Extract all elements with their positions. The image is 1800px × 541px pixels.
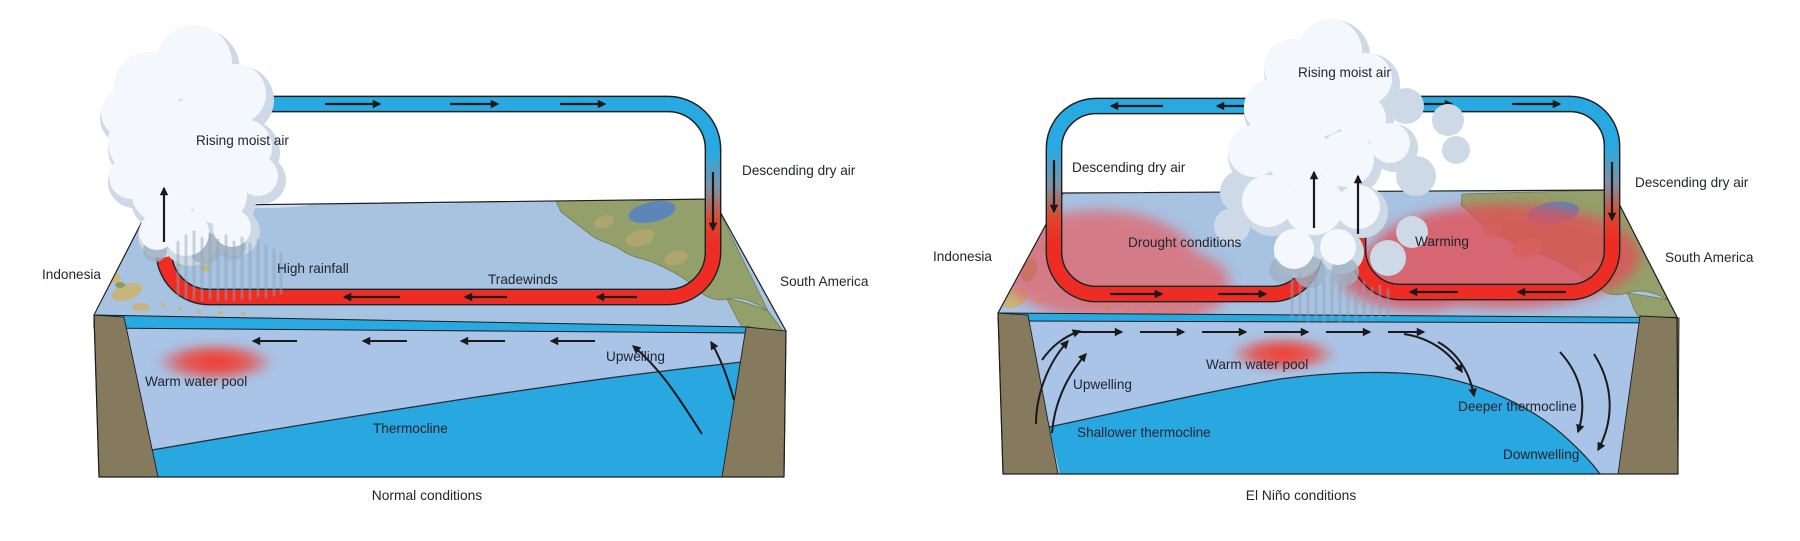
label-deeper-thermocline: Deeper thermocline [1458, 399, 1577, 414]
upwelling-arrow [1041, 329, 1082, 361]
label-indonesia: Indonesia [933, 249, 992, 264]
label-descending-dry-air-east: Descending dry air [1635, 175, 1749, 190]
label-upwelling: Upwelling [1073, 377, 1132, 392]
downwelling-arrow [1403, 333, 1463, 374]
downwelling-arrow [1437, 341, 1477, 398]
normal-panel: Rising moist air Indonesia High rainfall… [42, 25, 869, 503]
label-indonesia: Indonesia [42, 267, 101, 282]
label-warm-water-pool: Warm water pool [145, 374, 247, 389]
caption-elnino: El Niño conditions [1246, 488, 1357, 503]
label-drought-conditions: Drought conditions [1128, 235, 1242, 250]
label-rising-moist-air: Rising moist air [196, 133, 289, 148]
label-upwelling: Upwelling [606, 349, 665, 364]
thermocline-line [151, 361, 743, 451]
downwelling-arrow [1559, 351, 1585, 434]
label-thermocline: Thermocline [373, 421, 448, 436]
warm-water-pool-glow [1229, 336, 1337, 372]
air-flow-arrows [325, 99, 718, 302]
upwelling-arrow [710, 340, 735, 401]
subsurface-current-arrows [1035, 327, 1611, 452]
cumulus-cloud [100, 25, 286, 266]
rainfall-streaks [176, 230, 283, 302]
caption-normal: Normal conditions [372, 488, 483, 503]
subsurface-current-arrows [251, 336, 735, 435]
label-rising-moist-air: Rising moist air [1298, 65, 1391, 80]
deep-ocean-layer [152, 362, 742, 477]
label-tradewinds: Tradewinds [488, 272, 558, 287]
label-downwelling: Downwelling [1503, 447, 1579, 462]
rise-arrows [1309, 170, 1363, 234]
thermocline-line [1048, 371, 1601, 475]
rainfall-streaks [1290, 272, 1390, 324]
label-warm-water-pool: Warm water pool [1206, 357, 1308, 372]
indonesia-islands [107, 257, 246, 317]
surface-air-flow [1351, 240, 1619, 299]
label-warming: Warming [1415, 234, 1469, 249]
label-descending-dry-air-west: Descending dry air [1072, 160, 1186, 175]
upwelling-arrow [632, 345, 703, 435]
warm-water-pool-glow [155, 342, 275, 382]
downwelling-arrow [1593, 353, 1611, 452]
cumulus-cloud [1214, 19, 1470, 288]
label-high-rainfall: High rainfall [277, 261, 349, 276]
elnino-panel: Indonesia Descending dry air Drought con… [933, 19, 1754, 503]
upwelling-arrow [1035, 340, 1069, 425]
label-shallower-thermocline: Shallower thermocline [1077, 425, 1211, 440]
label-south-america: South America [1665, 250, 1754, 265]
tradewind-surface-flow [157, 245, 720, 304]
label-south-america: South America [780, 274, 869, 289]
elnino-panel-labels: Indonesia Descending dry air Drought con… [933, 65, 1754, 503]
upwelling-arrow [1051, 353, 1087, 434]
label-descending-dry-air: Descending dry air [742, 163, 856, 178]
normal-panel-labels: Rising moist air Indonesia High rainfall… [42, 133, 869, 503]
